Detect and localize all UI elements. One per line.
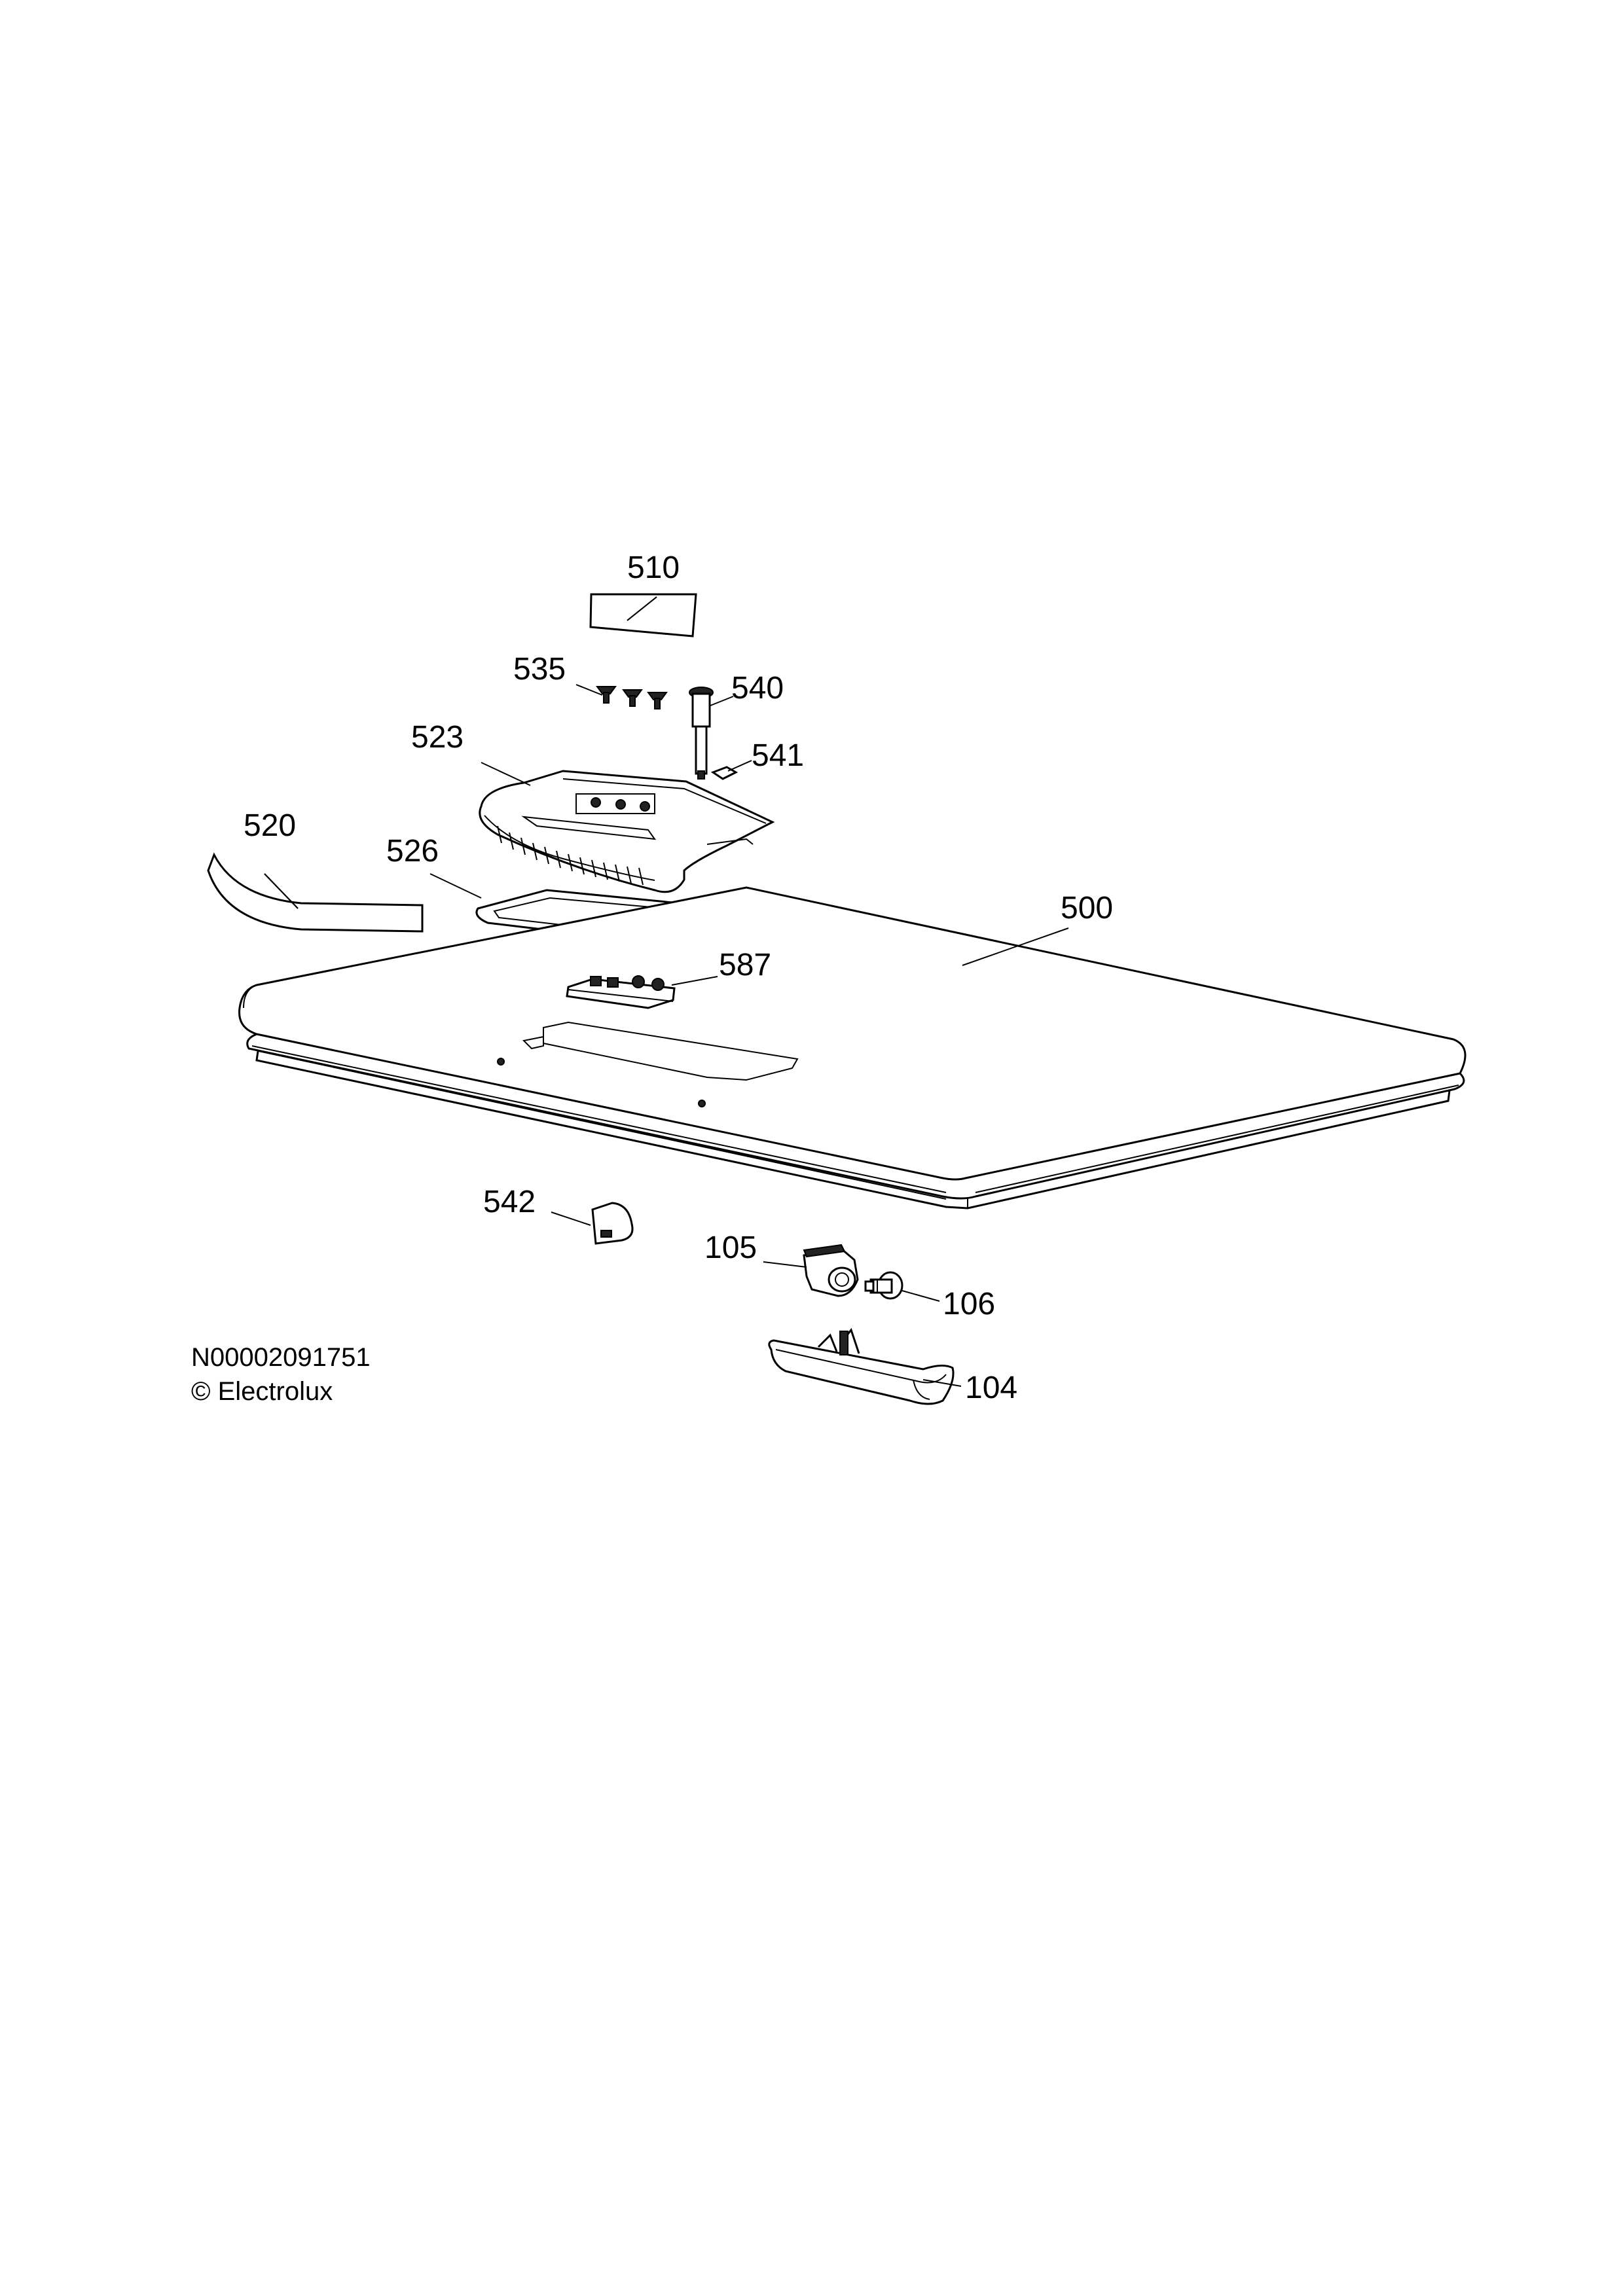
- label-541: 541: [752, 738, 804, 773]
- diagram-caption: N00002091751 © Electrolux: [191, 1340, 371, 1408]
- label-587: 587: [719, 948, 771, 982]
- label-526: 526: [386, 834, 439, 869]
- leader-540: [710, 696, 734, 706]
- part-542-cover: [591, 1202, 634, 1245]
- label-535: 535: [513, 652, 566, 687]
- label-520: 520: [244, 808, 296, 843]
- leader-535: [575, 684, 603, 696]
- leader-587: [671, 976, 718, 986]
- part-500-worktop: [238, 886, 1467, 1210]
- leader-105: [763, 1261, 807, 1268]
- part-587-pcb: [566, 975, 676, 1009]
- leader-523: [481, 762, 531, 786]
- part-535-screws: [596, 686, 668, 709]
- label-104: 104: [965, 1371, 1017, 1405]
- label-510: 510: [627, 550, 680, 585]
- label-523: 523: [411, 720, 464, 755]
- label-106: 106: [943, 1287, 995, 1321]
- label-542: 542: [483, 1185, 536, 1219]
- drawing-number: N00002091751: [191, 1343, 371, 1372]
- label-500: 500: [1061, 891, 1113, 925]
- leader-526: [429, 873, 482, 899]
- part-104-hinge-cover: [768, 1327, 955, 1405]
- leader-510: [627, 596, 657, 621]
- leader-lines: [264, 596, 1069, 1387]
- leader-541: [727, 760, 752, 772]
- label-105: 105: [704, 1230, 757, 1265]
- part-523-control-housing: [479, 770, 775, 893]
- part-105-hinge-bracket: [803, 1244, 859, 1297]
- leader-104: [922, 1379, 962, 1387]
- label-540: 540: [731, 671, 784, 706]
- copyright-notice: © Electrolux: [191, 1377, 333, 1406]
- part-510-label-sticker: [589, 593, 697, 637]
- part-106-hinge-pin: [864, 1271, 903, 1300]
- leader-106: [902, 1290, 940, 1302]
- part-540-shaft: [689, 687, 714, 780]
- leader-542: [551, 1211, 591, 1226]
- part-number-labels: 510 535 540 541 523 520 526 500 587 542 …: [244, 550, 1113, 1405]
- leader-500: [962, 927, 1069, 966]
- leader-520: [264, 873, 299, 909]
